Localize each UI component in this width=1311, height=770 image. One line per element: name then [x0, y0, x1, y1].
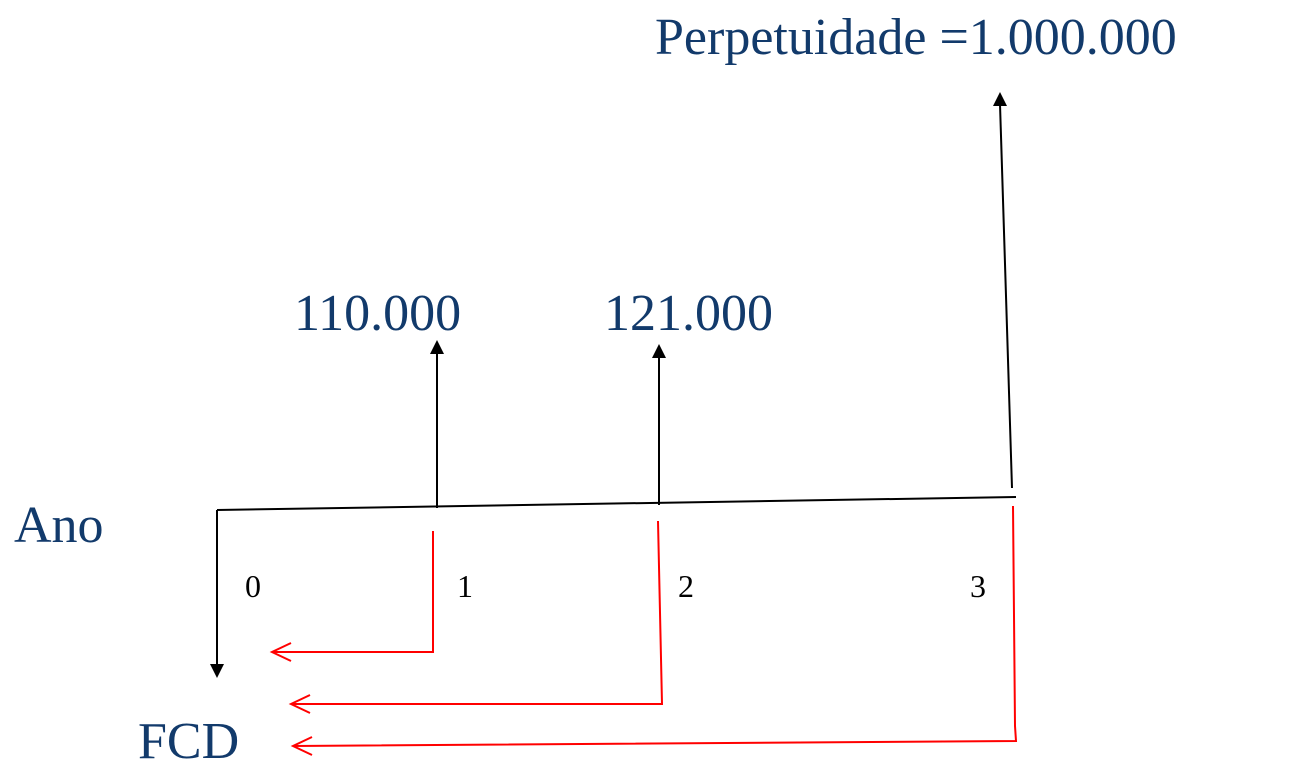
year-2-label: 2 — [678, 568, 694, 604]
year-3-label: 3 — [970, 568, 986, 604]
discount-arrow-year-1 — [272, 531, 434, 653]
year-0-arrowhead — [210, 664, 224, 678]
pv-label: FCD — [138, 713, 240, 770]
discount-arrowhead-year-2 — [288, 694, 311, 714]
year-1-amount: 110.000 — [294, 285, 462, 342]
year-2-amount: 121.000 — [604, 285, 773, 342]
discount-arrows — [269, 505, 1018, 756]
year-2-arrowhead — [652, 344, 666, 358]
perpetuity-label: Perpetuidade =1.000.000 — [655, 9, 1177, 66]
discount-arrow-year-3 — [292, 505, 1018, 747]
discount-arrowhead-year-3 — [290, 736, 313, 756]
timeline-axis — [216, 496, 1017, 511]
year-0-label: 0 — [245, 568, 261, 604]
year-1-arrowhead — [430, 340, 444, 354]
year-3-arrowhead — [993, 92, 1007, 106]
axis-label: Ano — [14, 497, 104, 554]
year-3-perpetuity-arrow — [999, 103, 1013, 489]
discount-arrow-year-2 — [291, 520, 664, 705]
year-1-label: 1 — [457, 568, 473, 604]
discount-arrowhead-year-1 — [269, 642, 292, 662]
